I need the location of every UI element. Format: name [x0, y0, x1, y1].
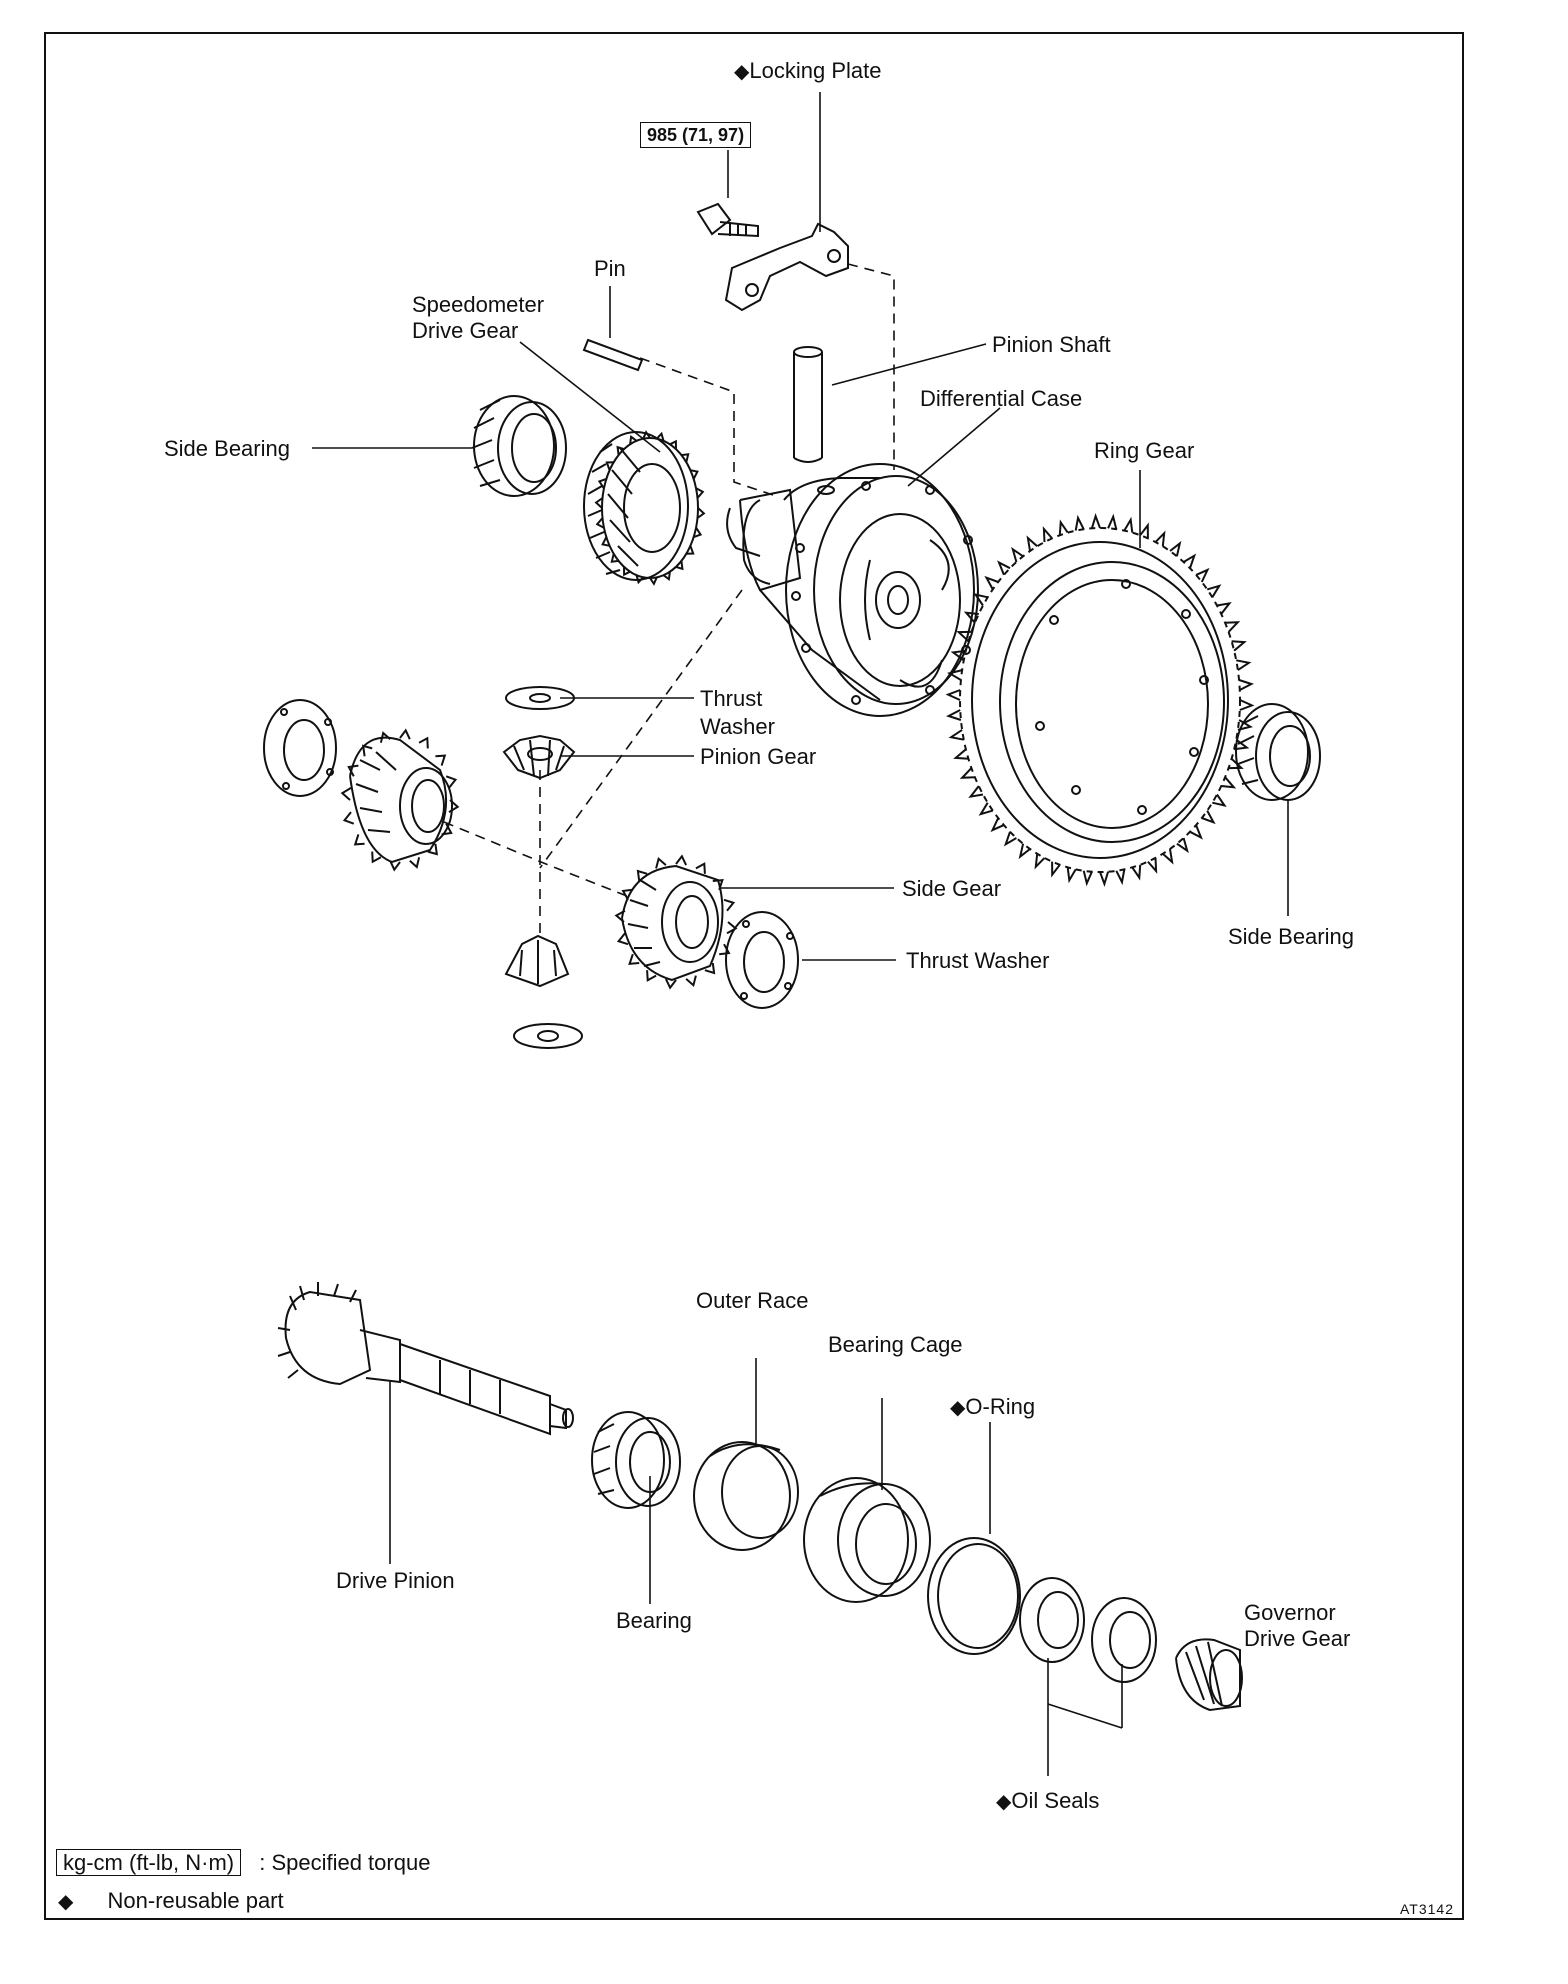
label-drive-pinion: Drive Pinion [336, 1568, 455, 1593]
label-side-gear: Side Gear [902, 876, 1002, 901]
speedometer-gear-teeth-teeth-outline [594, 430, 706, 586]
legend-torque-unit-box: kg-cm (ft-lb, N·m) [56, 1849, 242, 1876]
thrust-washer-right-part [725, 911, 799, 1009]
thrust-washer-left-part [263, 699, 337, 797]
label-thrust-washer-bottom: Thrust Washer [906, 948, 1050, 973]
side-gear-right-part [621, 864, 724, 982]
label-thrust-washer-top-line1: Thrust [700, 686, 763, 711]
side-gear-left-teeth [340, 728, 460, 872]
legend-torque: kg-cm (ft-lb, N·m) : Specified torque [56, 1849, 431, 1876]
side-gear-right-teeth [614, 854, 738, 990]
governor-drive-gear-part [1175, 1638, 1243, 1712]
legend-nonreusable-desc: Non-reusable part [107, 1888, 284, 1913]
side-gear-left-part [349, 736, 453, 864]
label-pinion-gear: Pinion Gear [700, 744, 817, 769]
label-speedometer-line1: Speedometer [412, 292, 545, 317]
figure-frame [44, 32, 1464, 1920]
thrust-washer-bottom-left-part [513, 1023, 583, 1049]
label-pin: Pin [594, 256, 626, 281]
ring-gear-teeth-teeth-outline [945, 512, 1255, 888]
label-bearing: Bearing [616, 1608, 692, 1633]
drive-pinion-part [277, 1282, 574, 1436]
outer-race-part [693, 1441, 799, 1551]
side-gear-right-teeth-teeth-outline [614, 854, 738, 990]
pinion-shaft [793, 346, 823, 463]
side-bearing-left-part [471, 395, 567, 497]
label-bearing-cage: Bearing Cage [828, 1332, 963, 1357]
oil-seal-1-part [1019, 1577, 1085, 1663]
speedometer-gear-teeth [594, 430, 706, 586]
bearing-cage-part [803, 1477, 931, 1603]
pin [582, 338, 644, 372]
label-differential-case: Differential Case [920, 386, 1083, 411]
ring-gear-teeth [945, 512, 1255, 888]
label-pinion-shaft: Pinion Shaft [992, 332, 1111, 357]
label-side-bearing-right: Side Bearing [1228, 924, 1354, 949]
label-outer-race: Outer Race [696, 1288, 809, 1313]
legend-nonreusable: ◆ Non-reusable part [58, 1888, 284, 1915]
legend-torque-desc: : Specified torque [259, 1850, 431, 1875]
label-oil-seals: ◆Oil Seals [996, 1788, 1100, 1813]
label-locking-plate: ◆Locking Plate [734, 58, 882, 83]
label-o-ring: ◆O-Ring [950, 1394, 1036, 1419]
differential-case [726, 463, 979, 717]
label-thrust-washer-top-line2: Washer [700, 714, 775, 739]
bearing-part [591, 1411, 681, 1509]
pinion-gear-top-part [502, 734, 576, 780]
leader-lines [312, 92, 1289, 1776]
side-bearing-right-part [1235, 703, 1321, 801]
pinion-gear-bottom-part [504, 934, 570, 988]
label-side-bearing-left: Side Bearing [164, 436, 290, 461]
ring-gear [959, 527, 1241, 873]
o-ring-part [927, 1537, 1021, 1655]
assembly-lines [443, 263, 895, 940]
torque-spec-box: 985 (71, 97) [640, 122, 752, 148]
oil-seal-2-part [1091, 1597, 1157, 1683]
label-governor-line2: Drive Gear [1244, 1626, 1351, 1651]
thrust-washer-top-part [505, 686, 575, 710]
figure-code: AT3142 [1400, 1901, 1454, 1917]
label-ring-gear: Ring Gear [1094, 438, 1195, 463]
bolt [696, 202, 759, 238]
label-governor-line1: Governor [1244, 1600, 1336, 1625]
side-gear-left-teeth-teeth-outline [340, 728, 460, 872]
locking-plate [724, 222, 849, 312]
label-speedometer-line2: Drive Gear [412, 318, 519, 343]
legend-diamond-symbol: ◆ [58, 1891, 74, 1913]
